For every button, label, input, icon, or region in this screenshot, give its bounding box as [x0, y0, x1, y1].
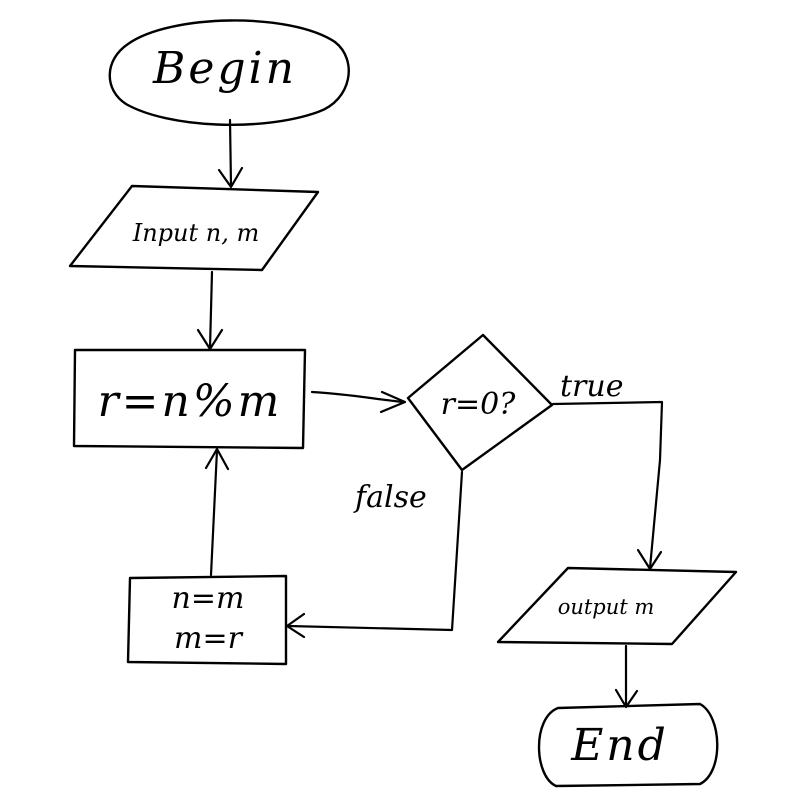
end-node: End [537, 702, 719, 788]
output-label: output m [558, 595, 655, 619]
swap-line2-label: m=r [174, 621, 244, 656]
output-node: output m [496, 566, 738, 646]
begin-label: Begin [152, 43, 297, 94]
false-branch: false [285, 470, 464, 639]
false-label: false [353, 480, 427, 515]
arrow-assign-to-condition [310, 390, 407, 414]
swap-node: n=m m=r [126, 574, 288, 666]
condition-label: r=0? [441, 387, 517, 422]
assign-r-label: r=n%m [98, 376, 283, 427]
begin-node: Begin [108, 19, 350, 126]
arrow-swap-to-assign [204, 447, 230, 577]
arrow-output-to-end [614, 644, 639, 709]
arrow-input-to-assign [196, 270, 224, 351]
swap-line1-label: n=m [172, 581, 245, 616]
true-label: true [560, 369, 623, 404]
end-label: End [570, 720, 669, 771]
arrow-begin-to-input [217, 118, 244, 189]
input-label: Input n, m [132, 219, 260, 247]
condition-node: r=0? [406, 333, 554, 472]
input-node: Input n, m [68, 184, 320, 272]
assign-r-node: r=n%m [72, 348, 307, 450]
true-branch: true [551, 369, 664, 571]
